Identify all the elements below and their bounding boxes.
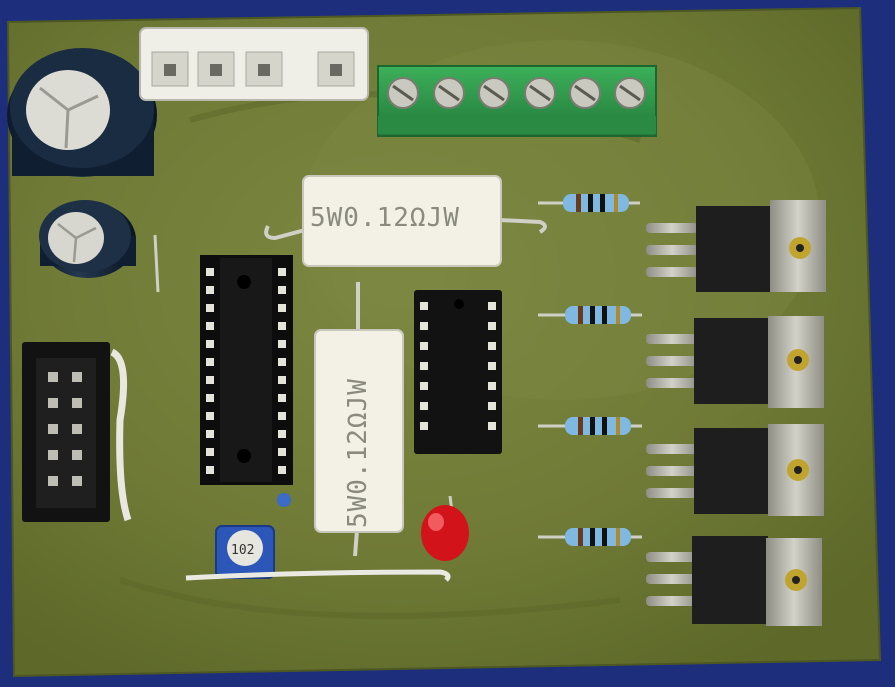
- idc-header-connector: [22, 342, 132, 522]
- dip-ic-large: [200, 255, 293, 485]
- capacitor-large: [7, 48, 157, 177]
- resistor-label: 5W0.12ΩJW: [343, 378, 373, 528]
- power-resistor-horizontal: 5W0.12ΩJW: [264, 175, 547, 267]
- capacitor-small: [39, 200, 136, 278]
- power-resistor-vertical: 5W0.12ΩJW: [314, 282, 404, 557]
- trimmer-potentiometer: 102: [215, 525, 275, 579]
- resistor-small: [538, 417, 642, 435]
- dip-ic-small: [414, 290, 502, 454]
- power-transistor: [646, 536, 822, 626]
- header-connector: [139, 27, 369, 101]
- power-transistor: [646, 424, 824, 516]
- red-led: [421, 495, 469, 561]
- trimmer-label: 102: [231, 543, 254, 558]
- jumper-wire: [185, 569, 451, 582]
- resistor-small: [538, 306, 642, 324]
- screw-terminal-block: [377, 65, 657, 137]
- small-capacitor: [277, 493, 291, 507]
- copper-trace: [119, 577, 621, 619]
- resistor-small: [538, 194, 640, 212]
- power-transistor: [646, 316, 824, 408]
- resistor-small: [538, 528, 642, 546]
- power-transistor: [646, 200, 826, 292]
- wire-lead: [153, 234, 160, 293]
- resistor-label: 5W0.12ΩJW: [310, 203, 460, 233]
